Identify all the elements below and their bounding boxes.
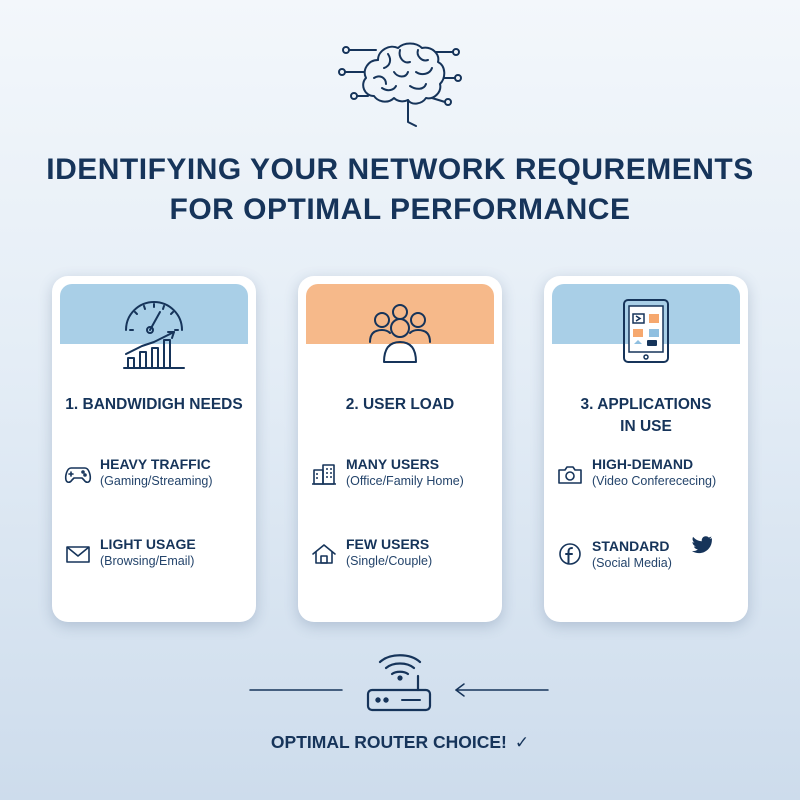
card-heading-line-1: 3. APPLICATIONS [580, 396, 712, 413]
footer-label: OPTIMAL ROUTER CHOICE! [270, 732, 507, 752]
checkmark-icon: ✓ [514, 733, 530, 752]
users-group-icon [298, 290, 502, 370]
card-header-band [306, 284, 494, 344]
few-users-item: FEW USERS (Single/Couple) [310, 536, 494, 570]
page-title: IDENTIFYING YOUR NETWORK REQUREMENTS FOR… [0, 150, 800, 230]
title-line-1: IDENTIFYING YOUR NETWORK REQUREMENTS [46, 153, 754, 186]
camera-icon [556, 462, 584, 486]
high-demand-item: HIGH-DEMAND (Video Conferececing) [556, 456, 740, 490]
item-title: HIGH-DEMAND [592, 456, 694, 472]
item-subtitle: (Browsing/Email) [100, 554, 195, 568]
standard-item: STANDARD (Social Media) [556, 536, 740, 572]
twitter-bird-icon [692, 536, 713, 554]
card-header-band [60, 284, 248, 344]
card-heading: 2. USER LOAD [345, 396, 455, 413]
item-subtitle: (Office/Family Home) [346, 474, 464, 488]
applications-card: 3. APPLICATIONS IN USE HIGH-DEMAND (Vide… [544, 276, 748, 622]
facebook-icon [556, 542, 584, 566]
many-users-item: MANY USERS (Office/Family Home) [310, 456, 494, 490]
heavy-traffic-item: HEAVY TRAFFIC (Gaming/Streaming) [64, 456, 248, 490]
title-line-2: FOR OPTIMAL PERFORMANCE [169, 193, 631, 226]
card-heading: 3. APPLICATIONS IN USE [552, 394, 740, 438]
envelope-icon [64, 542, 92, 566]
item-subtitle: (Video Conferececing) [592, 474, 717, 488]
item-subtitle: (Single/Couple) [346, 554, 433, 568]
office-building-icon [310, 462, 338, 486]
gamepad-icon [64, 462, 92, 486]
wifi-router-icon [366, 654, 432, 712]
card-heading: 1. BANDWIDIGH NEEDS [65, 396, 243, 413]
speedometer-icon [52, 290, 256, 370]
tablet-apps-icon [544, 290, 748, 370]
item-title: FEW USERS [346, 536, 430, 552]
right-arrow-line [455, 683, 549, 697]
footer-caption: OPTIMAL ROUTER CHOICE! ✓ [0, 732, 800, 753]
card-heading-line-2: IN USE [620, 418, 672, 435]
item-title: STANDARD [592, 536, 713, 555]
light-usage-item: LIGHT USAGE (Browsing/Email) [64, 536, 248, 570]
item-title: HEAVY TRAFFIC [100, 456, 211, 472]
bandwidth-needs-card: 1. BANDWIDIGH NEEDS HEAVY TRAFFIC (Gamin… [52, 276, 256, 622]
house-icon [310, 542, 338, 566]
user-load-card: 2. USER LOAD MANY USERS (Office/Family H… [298, 276, 502, 622]
item-subtitle: (Gaming/Streaming) [100, 474, 213, 488]
router-row [0, 648, 800, 718]
item-subtitle: (Social Media) [592, 556, 672, 570]
brain-circuit-icon [338, 38, 462, 134]
item-title: LIGHT USAGE [100, 536, 196, 552]
item-title: MANY USERS [346, 456, 440, 472]
